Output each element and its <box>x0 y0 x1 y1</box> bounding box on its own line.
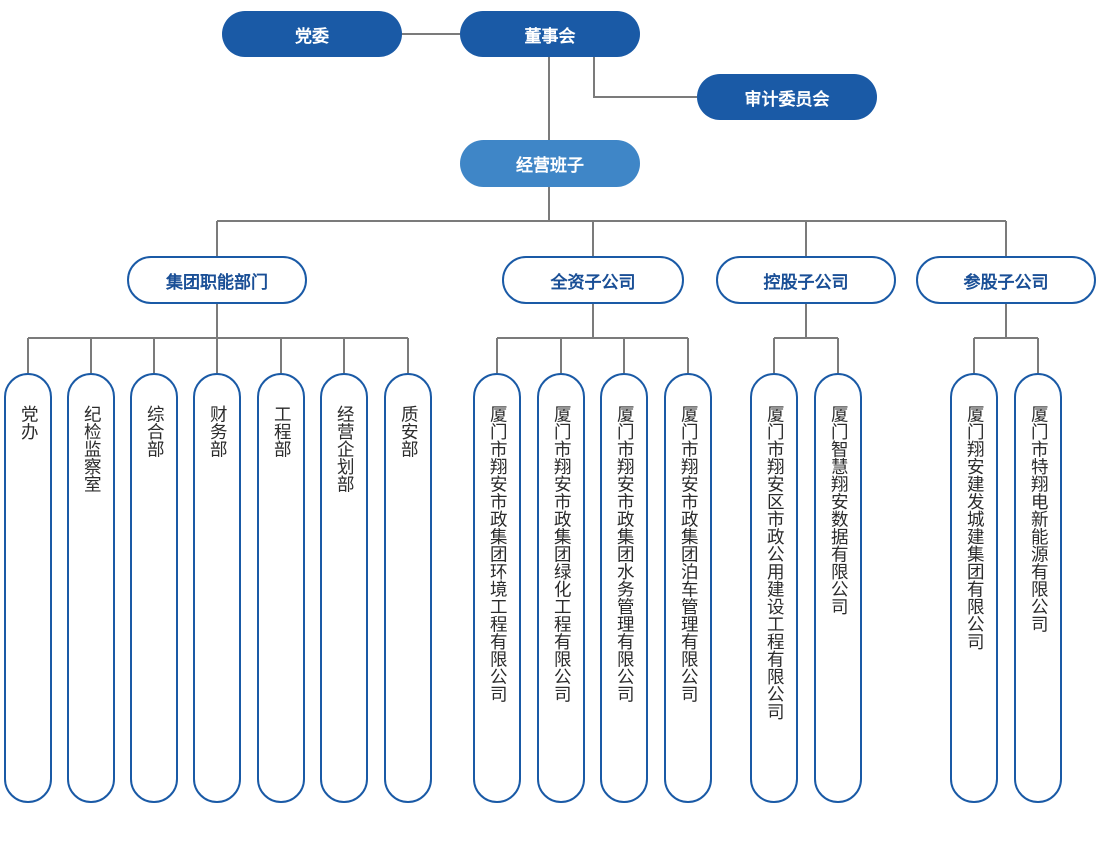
category-functional-departments: 集团职能部门 <box>127 256 307 304</box>
shareholding-company-card: 厦门市特翔电新能源有限公司 <box>1014 373 1062 803</box>
shareholding-company-card: 厦门翔安建发城建集团有限公司 <box>950 373 998 803</box>
department-card: 质安部 <box>384 373 432 803</box>
wholly-owned-company-card: 厦门市翔安市政集团环境工程有限公司 <box>473 373 521 803</box>
holding-company-card: 厦门市翔安区市政公用建设工程有限公司 <box>750 373 798 803</box>
department-card: 工程部 <box>257 373 305 803</box>
connector-board-audit <box>593 57 697 98</box>
category-wholly-owned: 全资子公司 <box>502 256 684 304</box>
department-card: 财务部 <box>193 373 241 803</box>
wholly-owned-company-card: 厦门市翔安市政集团泊车管理有限公司 <box>664 373 712 803</box>
board-node: 董事会 <box>460 11 640 57</box>
department-card: 纪检监察室 <box>67 373 115 803</box>
party-committee-node: 党委 <box>222 11 402 57</box>
holding-company-card: 厦门智慧翔安数据有限公司 <box>814 373 862 803</box>
department-card: 党办 <box>4 373 52 803</box>
management-node: 经营班子 <box>460 140 640 187</box>
category-holding: 控股子公司 <box>716 256 896 304</box>
audit-committee-node: 审计委员会 <box>697 74 877 120</box>
wholly-owned-company-card: 厦门市翔安市政集团绿化工程有限公司 <box>537 373 585 803</box>
department-card: 综合部 <box>130 373 178 803</box>
wholly-owned-company-card: 厦门市翔安市政集团水务管理有限公司 <box>600 373 648 803</box>
department-card: 经营企划部 <box>320 373 368 803</box>
category-shareholding: 参股子公司 <box>916 256 1096 304</box>
